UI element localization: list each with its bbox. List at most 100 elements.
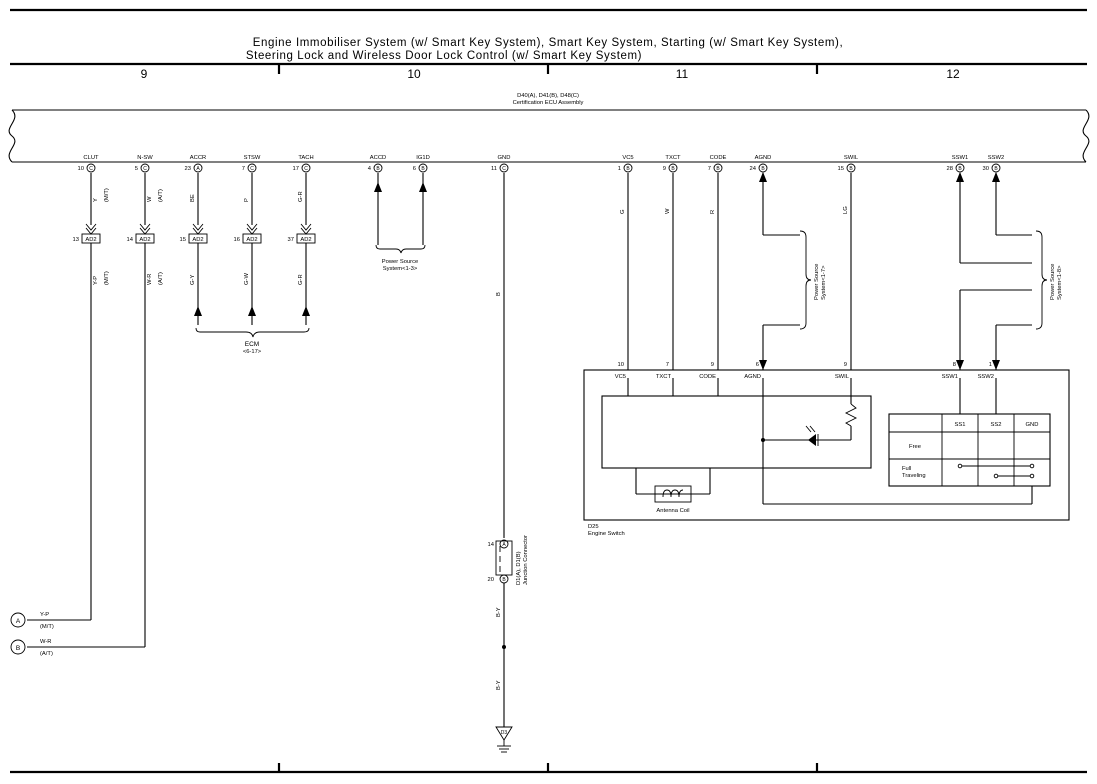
ground-label: D3 [501,730,508,736]
svg-text:37: 37 [288,237,294,243]
engine-switch-pin-name: SSW1 [942,374,958,380]
terminal-circle [623,163,633,173]
engine-switch-pin-number: 9 [711,362,714,368]
engine-switch-inner-module [601,395,872,469]
terminal-circle [499,163,509,173]
terminal-circle [193,163,203,173]
column-number-9: 9 [141,67,148,81]
wire-note-label: (M/T) [104,188,110,202]
wire-color-label: Y [93,198,99,202]
svg-text:14: 14 [488,542,495,548]
offpage-connector-a: A Y-P (M/T) [10,612,54,630]
light-emission-icon [805,425,816,433]
ecu-pin-name: SWIL [844,155,859,161]
ecm-label: ECM [245,341,259,348]
engine-switch-pin-name: SSW2 [978,374,994,380]
svg-text:B: B [502,577,506,583]
table-header-gnd: GND [1026,422,1039,428]
terminal-circle [668,163,678,173]
arrow-up-icon [194,306,202,316]
ecu-pin-number: 17 [293,166,299,172]
ecu-pin-name: GND [498,155,511,161]
terminal-circle [140,163,150,173]
junction-connector-desc: Junction Connector [523,535,529,585]
ecu-pin-name: N-SW [137,155,153,161]
ecu-pin-number: 7 [708,166,711,172]
accr-circuit: BE AD2 15 G-Y [180,173,208,325]
terminal-circle [846,163,856,173]
ecu-pin-connector: C [89,166,93,172]
resistor-icon [844,403,858,427]
ad2-pin-number: 13 [73,237,79,243]
ecu-pin-connector: B [626,166,630,172]
arrow-up-icon [992,172,1000,182]
ecu-pin-connector: C [143,166,147,172]
engine-switch-pin-name: AGND [744,374,761,380]
svg-text:R: R [710,210,716,214]
engine-switch-pin-name: VC5 [615,374,626,380]
nsw-circuit: W (A/T) AD2 14 W-R (A/T) [27,173,164,648]
engine-switch-pin-number: 7 [666,362,669,368]
svg-text:W: W [665,208,671,214]
vc5-circuit: G [620,173,629,370]
ecu-pin-name: TXCT [665,155,681,161]
ecu-pin-connector: A [196,166,200,172]
ecu-pin-connector: C [304,166,308,172]
ecu-pin-number: 7 [242,166,245,172]
ecu-pin-name: SSW1 [952,155,968,161]
svg-text:AD2: AD2 [139,237,150,243]
ecu-pin-number: 28 [947,166,953,172]
svg-text:G-R: G-R [298,274,304,285]
svg-text:A: A [16,618,21,625]
ssw-circuit: Power Source System<1-8> [956,172,1063,370]
svg-text:AD2: AD2 [300,237,311,243]
gnd-circuit: B A B 14 20 D1(A), D1(B) Junction Connec… [488,173,529,753]
ecu-pin-name: CLUT [83,155,99,161]
ecu-pin-name: ACCD [370,155,386,161]
svg-text:16: 16 [234,237,240,243]
stsw-circuit: P AD2 16 G-W [234,173,262,325]
ground-point-icon [495,726,513,741]
ecu-body [8,109,1090,163]
ecu-pin-name: ACCR [190,155,206,161]
wire-note-label: (M/T) [104,271,110,285]
ecm-bracket: ECM <6-17> [195,327,310,355]
terminal-circle [373,163,383,173]
column-number-12: 12 [946,67,960,81]
terminal-circle [247,163,257,173]
agnd-circuit: Power Source System<1-7> [759,172,827,370]
ecu-connector-codes: D40(A), D41(B), D48(C) [517,93,579,99]
diagram-title-line2: Steering Lock and Wireless Door Lock Con… [246,50,642,62]
ecu-pin-number: 5 [135,166,138,172]
column-number-11: 11 [676,67,689,81]
ecu-pin-connector: B [994,166,998,172]
table-row-full-traveling: Full [902,466,911,472]
clut-circuit: Y (M/T) AD2 13 Y-P (M/T) [27,173,110,621]
code-circuit: R [710,173,719,370]
coil-icon [662,489,684,498]
ecu-pin-connector: B [958,166,962,172]
ecu-pin-number: 11 [491,166,497,172]
svg-text:(A/T): (A/T) [40,651,53,657]
splice-chevron-icon [300,223,312,235]
ecu-pin-connector: B [421,166,425,172]
ecu-pin-connector: B [761,166,765,172]
led-icon [808,434,816,446]
offpage-connector-b: B W-R (A/T) [10,639,53,657]
ecm-ref: <6-17> [243,349,262,355]
swil-circuit: LG [843,173,852,370]
arrow-down-icon [956,360,964,370]
svg-text:BE: BE [190,194,196,202]
svg-text:(A/T): (A/T) [158,189,164,202]
ecu-name: Certification ECU Assembly [513,100,584,106]
terminal-circle [86,163,96,173]
engine-switch-code: D25 [588,524,599,530]
power-source-ref: System<1-7> [821,265,827,300]
